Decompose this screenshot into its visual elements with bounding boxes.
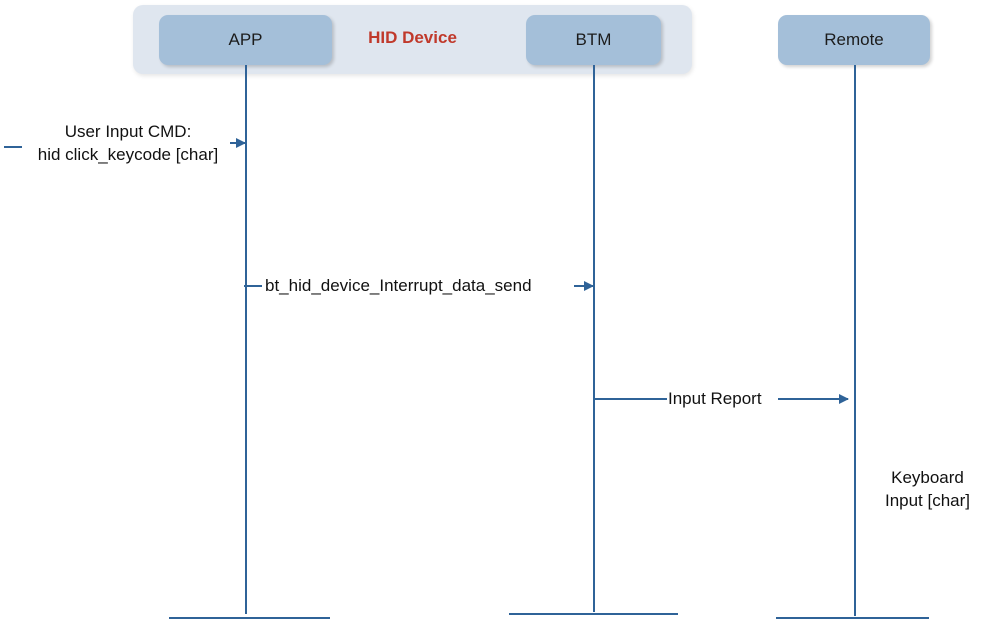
keyboard-input-line-2: Input [char] [884, 491, 971, 510]
user-cmd-line-2: hid click_keycode [char] [37, 145, 219, 164]
input-report-label: Input Report [668, 389, 762, 408]
actor-btm: BTM [526, 15, 661, 65]
keyboard-input-label: Keyboard Input [char] [870, 466, 985, 512]
actor-app-label: APP [228, 30, 263, 49]
keyboard-input-line-1: Keyboard [891, 468, 964, 487]
user-cmd-label: User Input CMD: hid click_keycode [char] [8, 120, 248, 166]
interrupt-send-label: bt_hid_device_Interrupt_data_send [265, 276, 532, 295]
user-cmd-line-1: User Input CMD: [64, 122, 192, 141]
actor-btm-label: BTM [575, 30, 612, 49]
actor-remote: Remote [778, 15, 930, 65]
actor-remote-label: Remote [824, 30, 884, 49]
group-label: HID Device [368, 28, 457, 47]
actor-app: APP [159, 15, 332, 65]
